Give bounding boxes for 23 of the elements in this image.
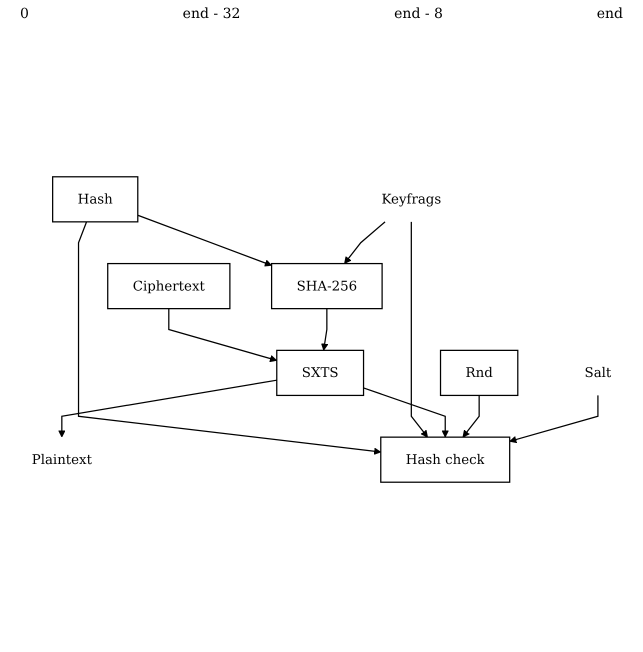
node-text: Salt [584, 364, 612, 380]
node-box: SXTS [276, 350, 364, 396]
arrow [410, 222, 428, 438]
offset-label: end - 32 [182, 6, 240, 22]
arrow [78, 222, 382, 455]
node-box: Ciphertext [107, 262, 230, 310]
arrow [509, 395, 599, 444]
offset-label: 0 [20, 6, 29, 22]
arrow [321, 308, 328, 351]
arrow [344, 221, 386, 264]
node-box: Rnd [440, 350, 518, 396]
node-text: Plaintext [32, 451, 92, 468]
offset-label: end - 8 [394, 6, 443, 22]
arrow [363, 387, 449, 438]
node-text: Keyfrags [381, 190, 442, 207]
arrow [58, 380, 277, 438]
node-box: Hash check [380, 436, 510, 483]
arrow [462, 395, 480, 438]
node-box: Hash [52, 176, 138, 222]
arrow [168, 308, 278, 362]
offset-label: end [596, 6, 623, 22]
arrow [138, 214, 272, 267]
node-box: SHA-256 [270, 262, 383, 310]
